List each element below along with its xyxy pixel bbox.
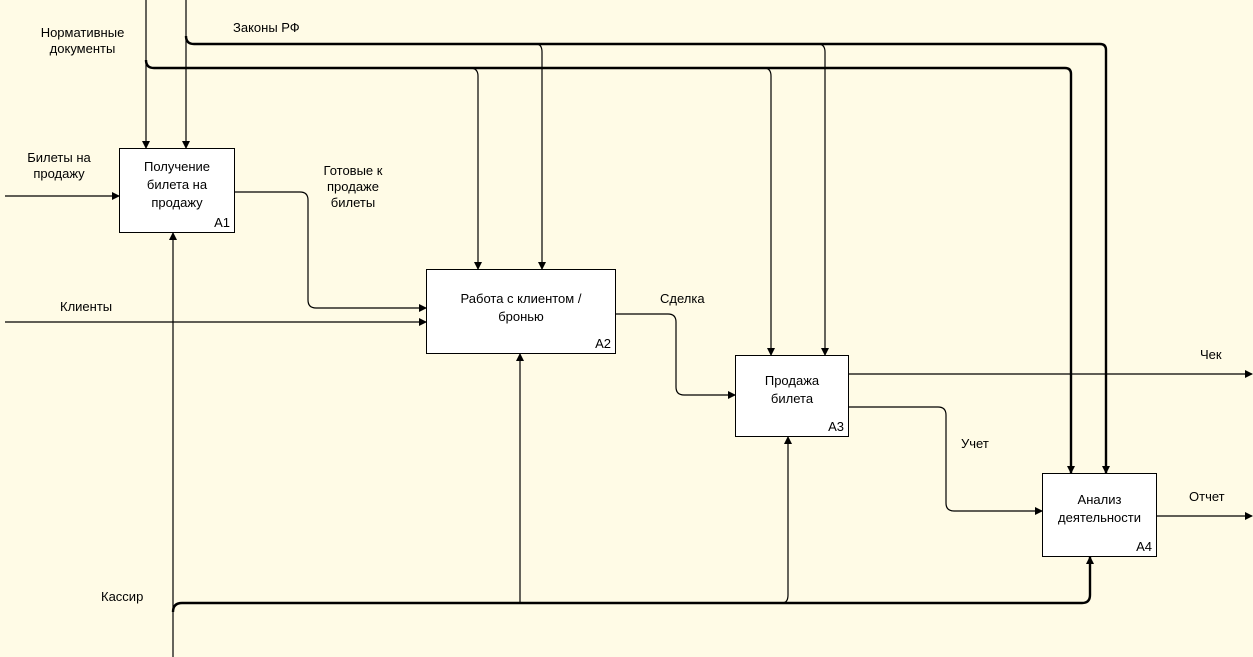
laws-arrow-a2 (535, 43, 546, 270)
normative-arrow-a2 (469, 67, 482, 270)
block-a1[interactable]: Получение билета на продажу А1 (119, 148, 235, 233)
label-cashier: Кассир (101, 589, 144, 604)
label-ready-tickets: Готовые к продаже билеты (323, 163, 383, 210)
block-a1-title: Получение билета на продажу (143, 159, 211, 210)
block-a3-title: Продажа билета (764, 373, 820, 406)
label-laws: Законы РФ (233, 20, 300, 35)
block-a4[interactable]: Анализ деятельности А4 (1042, 473, 1157, 557)
block-a3[interactable]: Продажа билета А3 (735, 355, 849, 437)
ready-tickets-arrow (234, 191, 427, 312)
cashier-trunk (171, 556, 1094, 613)
block-a2[interactable]: Работа с клиентом / бронью А2 (426, 269, 616, 354)
block-a4-title: Анализ деятельности (1058, 492, 1141, 525)
block-a2-number: А2 (595, 336, 611, 351)
block-a3-number: А3 (828, 419, 844, 434)
block-a2-title: Работа с клиентом / бронью (460, 291, 582, 324)
accounting-arrow (849, 406, 1043, 515)
label-accounting: Учет (961, 436, 989, 451)
label-normative: Нормативные документы (40, 25, 125, 56)
block-a1-number: А1 (214, 215, 230, 230)
laws-trunk (184, 35, 1110, 474)
label-tickets-for-sale: Билеты на продажу (27, 150, 91, 181)
label-receipt: Чек (1200, 347, 1222, 362)
cashier-arrow-a3 (781, 436, 792, 604)
normative-arrow-a3 (763, 67, 775, 356)
label-deal: Сделка (660, 291, 705, 306)
label-clients: Клиенты (60, 299, 113, 314)
block-a4-number: А4 (1136, 539, 1152, 554)
label-report: Отчет (1189, 489, 1225, 504)
deal-arrow (616, 313, 736, 399)
laws-arrow-a3 (817, 43, 829, 356)
normative-trunk (144, 59, 1075, 474)
